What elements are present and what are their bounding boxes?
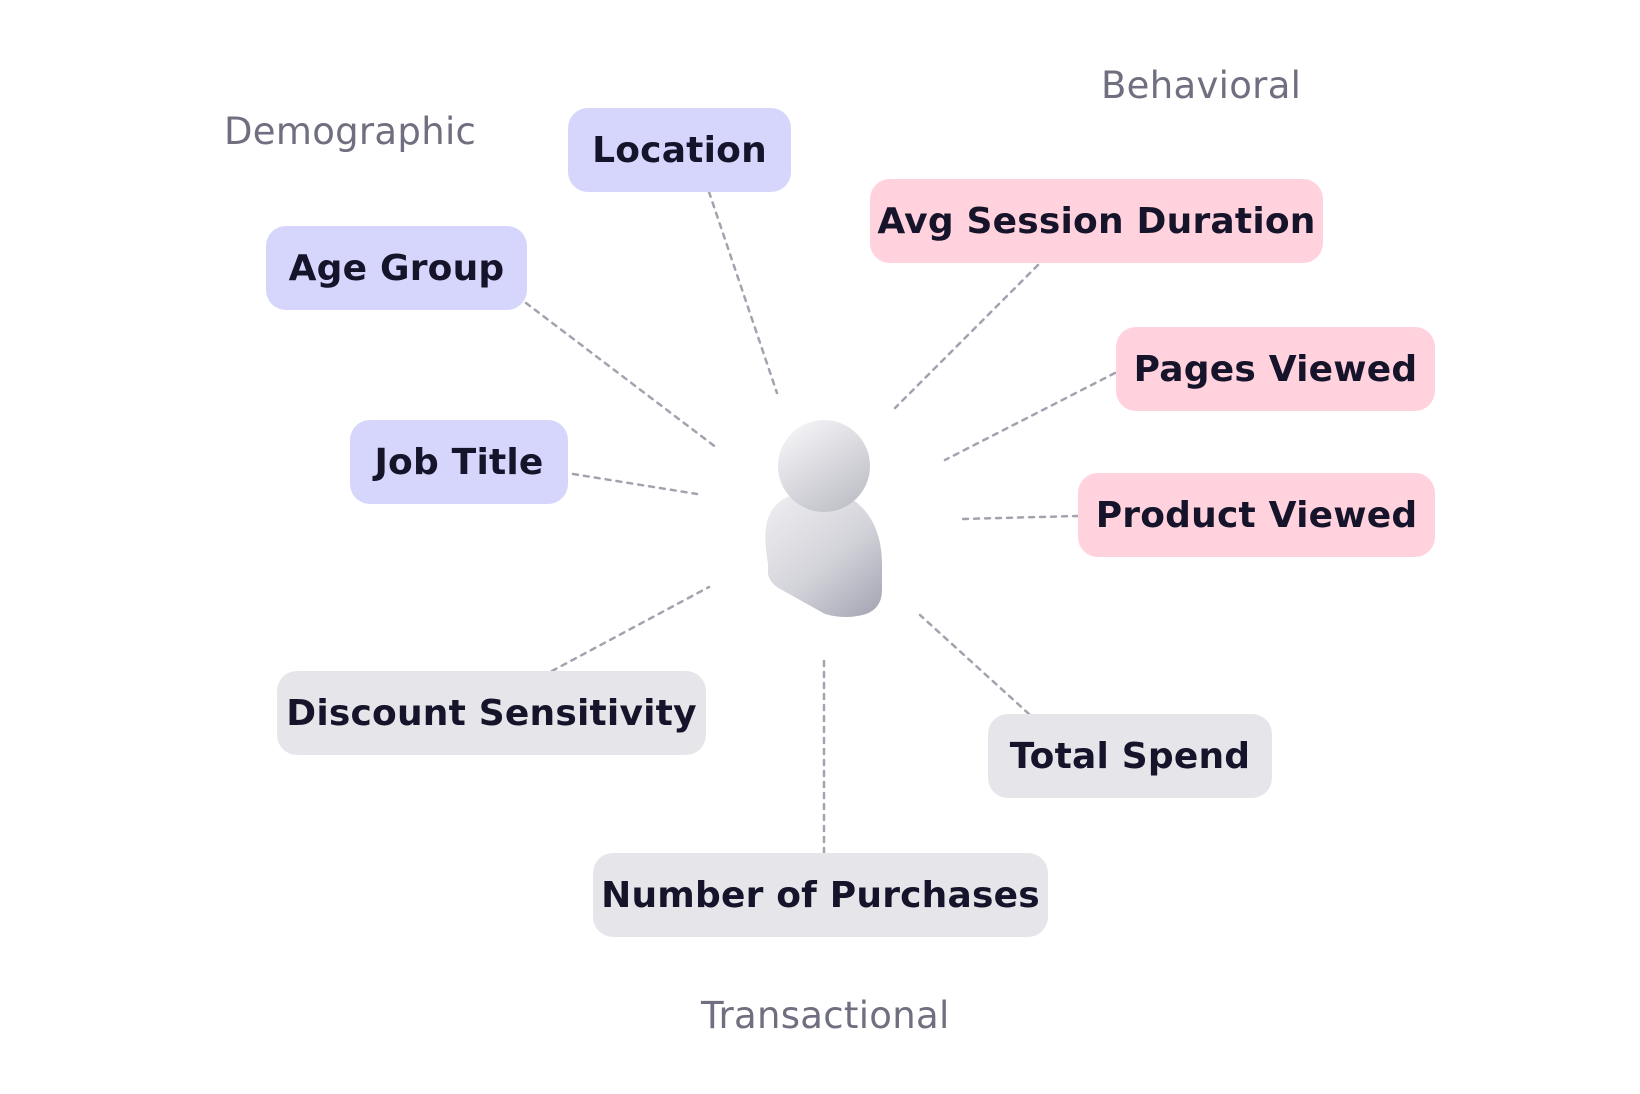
group-label-demographic: Demographic	[224, 110, 477, 153]
connector-product-viewed	[960, 514, 1080, 521]
attribute-number-of-purchases: Number of Purchases	[593, 853, 1048, 937]
connector-job-title	[571, 472, 699, 496]
attribute-pages-viewed: Pages Viewed	[1116, 327, 1435, 411]
connector-location	[707, 190, 779, 395]
user-profile-icon	[765, 420, 882, 617]
attribute-job-title: Job Title	[350, 420, 568, 504]
attribute-avg-session-duration: Avg Session Duration	[870, 179, 1323, 263]
connector-discount-sensitivity	[550, 585, 711, 673]
connector-total-spend	[918, 613, 1031, 716]
connector-age-group	[524, 301, 719, 450]
group-label-transactional: Transactional	[701, 994, 950, 1037]
avatar-body	[765, 490, 882, 617]
attribute-location: Location	[568, 108, 791, 192]
group-label-behavioral: Behavioral	[1101, 64, 1302, 107]
attribute-discount-sensitivity: Discount Sensitivity	[277, 671, 706, 755]
attribute-product-viewed: Product Viewed	[1078, 473, 1435, 557]
connector-avg-session-duration	[893, 263, 1040, 410]
attribute-age-group: Age Group	[266, 226, 527, 310]
attribute-total-spend: Total Spend	[988, 714, 1272, 798]
avatar-head	[778, 420, 870, 512]
connector-pages-viewed	[943, 371, 1117, 462]
